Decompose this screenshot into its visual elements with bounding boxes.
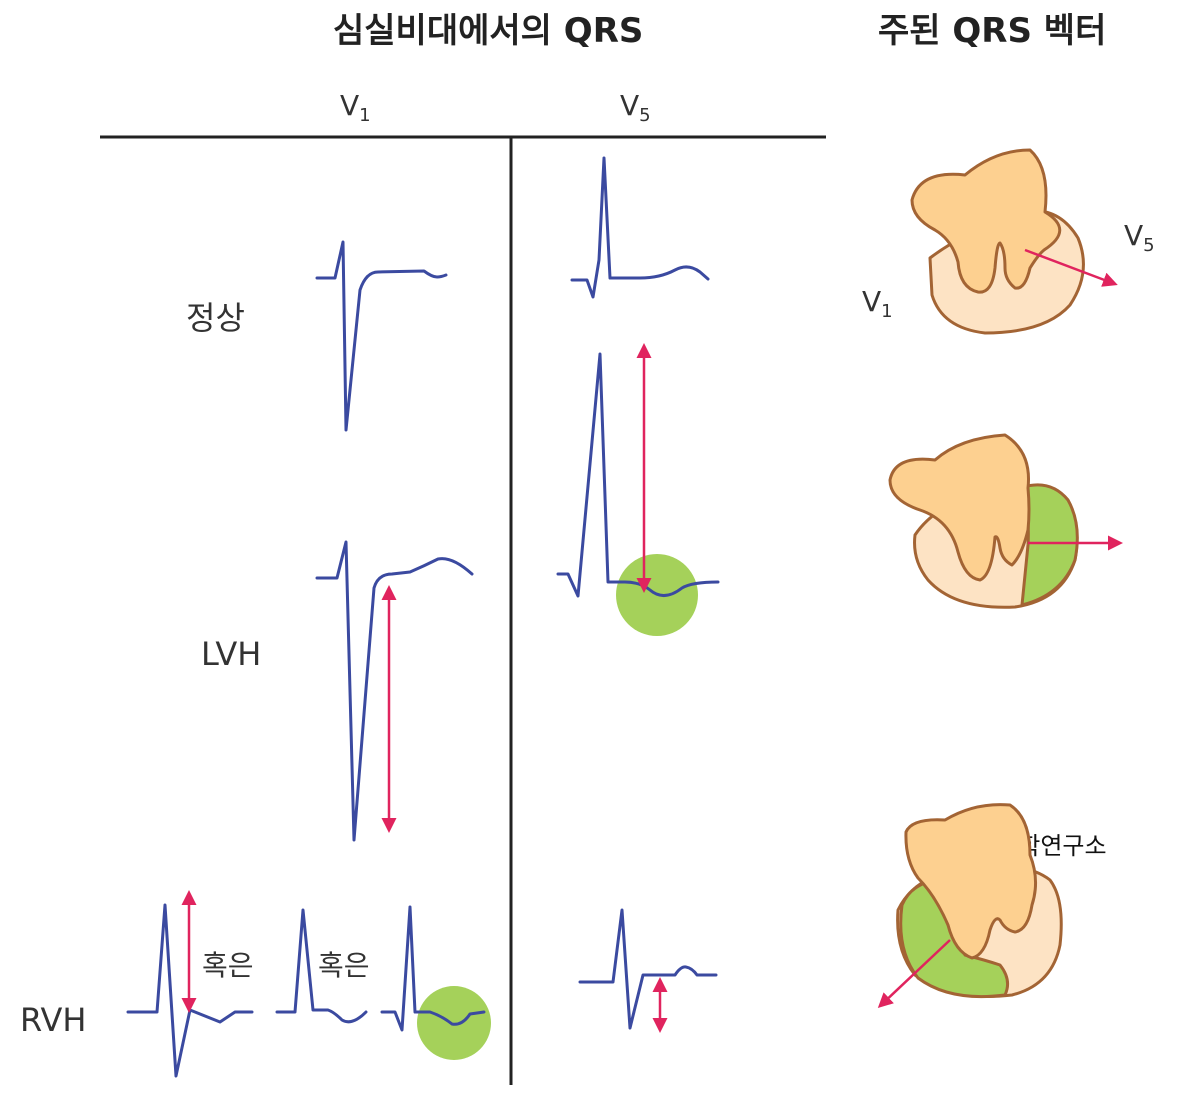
or-text-2: 혹은 [318,949,370,982]
row-label-rvh: RVH [20,1001,87,1039]
or-text-1: 혹은 [202,949,254,982]
heart-normal-vector [910,148,1118,335]
heart-lvh-atria [888,433,1031,582]
heart-rvh-atria [904,803,1037,960]
heart-label-v1: V1 [862,285,893,322]
row-label-lvh: LVH [201,635,262,673]
title-main-qrs-vector: 주된 QRS 벡터 [878,11,1107,51]
lvh-v1-trace [315,540,474,842]
normal-v5-trace [570,156,710,299]
rvh-v1-trace-3 [380,905,486,1032]
heart-rvh-vector-arrow [877,939,951,1009]
row-label-normal: 정상 [186,299,245,337]
rvh-v1-trace-1 [126,903,254,1078]
heart-lvh-vector [888,433,1123,609]
heart-normal-atria [910,148,1062,294]
normal-v1-trace [315,240,448,432]
rvh-v5-trace [578,908,718,1030]
rvh-v1-trace-2 [275,908,368,1024]
column-header-v1: V1 [340,89,371,126]
heart-lvh-left-ventricle-wall [1018,483,1079,607]
lvh-v5-trace [556,352,720,598]
heart-label-v5: V5 [1124,219,1155,256]
column-header-v5: V5 [620,89,651,126]
heart-normal-vector-arrow [1024,248,1118,287]
title-qrs-in-hypertrophy: 심실비대에서의 QRS [333,11,644,51]
heart-rvh-vector [877,803,1063,1009]
